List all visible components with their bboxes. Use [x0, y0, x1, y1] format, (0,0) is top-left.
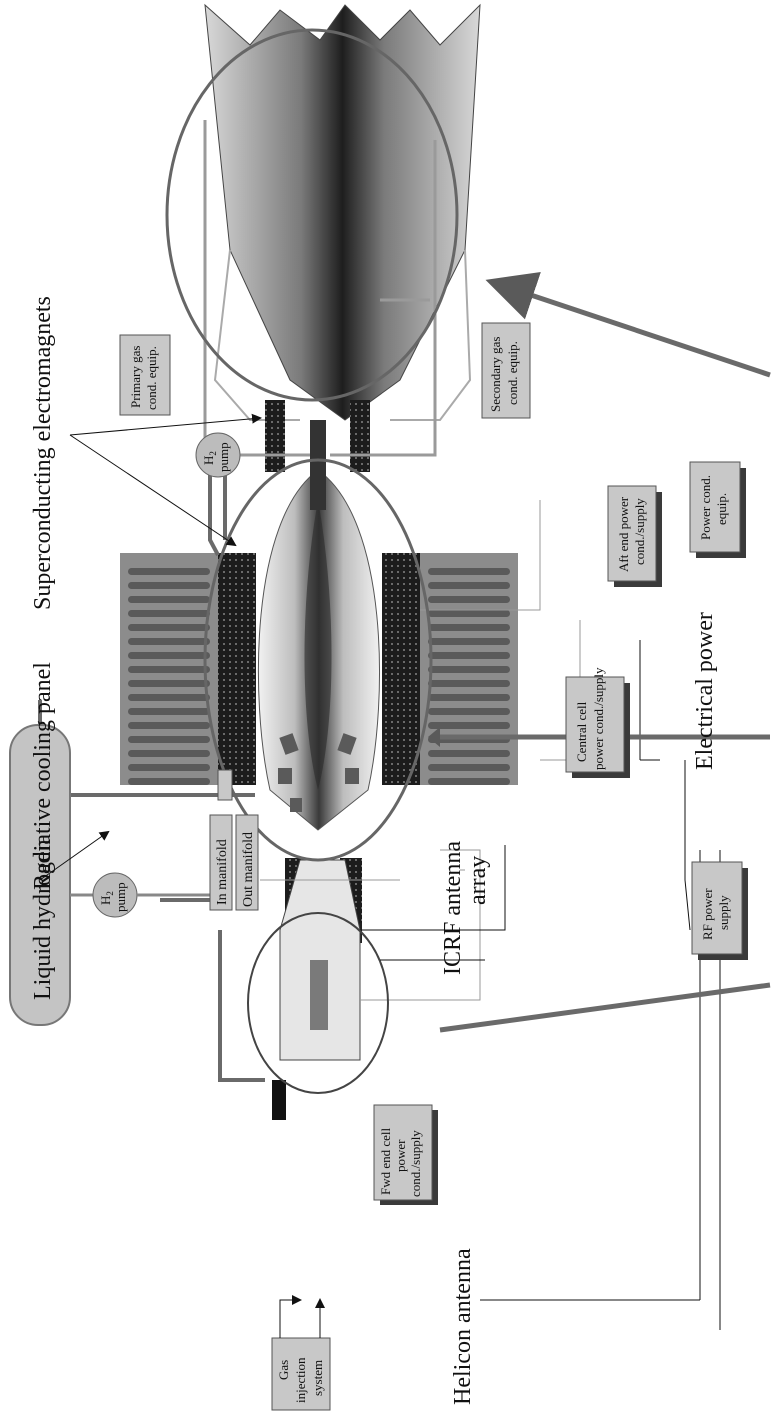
- svg-text:Gas: Gas: [276, 1360, 291, 1380]
- primary-gas-equipment: Primary gas cond. equip.: [120, 335, 170, 415]
- central-magnet-right: [382, 553, 420, 785]
- svg-text:injection: injection: [293, 1357, 308, 1403]
- aft-end-power-supply: Aft end power cond./supply: [608, 486, 662, 587]
- svg-text:pump: pump: [216, 442, 231, 472]
- cooling-fin: [428, 568, 510, 575]
- cooling-fin: [428, 750, 510, 757]
- svg-text:Primary gas: Primary gas: [128, 346, 143, 408]
- icrf-antenna-label-1: ICRF antenna: [440, 841, 466, 975]
- svg-text:cond. equip.: cond. equip.: [505, 341, 520, 405]
- cooling-fin: [128, 652, 210, 659]
- cooling-fin: [128, 736, 210, 743]
- cooling-fin: [428, 624, 510, 631]
- svg-text:Aft end power: Aft end power: [616, 496, 631, 572]
- cooling-fin: [128, 568, 210, 575]
- cooling-fin: [428, 610, 510, 617]
- svg-text:Central cell: Central cell: [574, 701, 589, 762]
- cooling-fin: [128, 666, 210, 673]
- in-manifold: In manifold: [210, 815, 232, 910]
- cooling-fin: [128, 596, 210, 603]
- cooling-fin: [128, 764, 210, 771]
- central-magnet-left: [218, 553, 256, 785]
- cooling-fin: [128, 722, 210, 729]
- h2-pump-aft: H2 pump: [196, 433, 240, 477]
- cooling-fin: [428, 680, 510, 687]
- cooling-fin: [428, 722, 510, 729]
- svg-text:Out manifold: Out manifold: [241, 832, 256, 907]
- svg-text:cond. equip.: cond. equip.: [144, 346, 159, 410]
- svg-text:supply: supply: [716, 895, 731, 930]
- svg-text:equip.: equip.: [714, 493, 729, 525]
- cooling-fin: [428, 708, 510, 715]
- svg-text:cond./supply: cond./supply: [408, 1130, 423, 1197]
- svg-text:power: power: [393, 1139, 408, 1172]
- cooling-fin: [428, 582, 510, 589]
- power-cond-equipment: Power cond. equip.: [690, 462, 746, 558]
- cooling-fin: [128, 708, 210, 715]
- cooling-fin: [128, 638, 210, 645]
- cooling-panel-right: [420, 553, 518, 785]
- superconducting-label: Superconducting electromagnets: [30, 296, 56, 610]
- gas-injection-system: Gas injection system: [272, 1338, 330, 1410]
- cooling-fin: [428, 638, 510, 645]
- cooling-panel-left: [120, 553, 218, 785]
- svg-text:Fwd end cell: Fwd end cell: [378, 1127, 393, 1195]
- h2-pump-fwd: H2 pump: [93, 873, 137, 917]
- aft-magnet-left: [265, 400, 285, 472]
- cooling-fin: [128, 624, 210, 631]
- cooling-fin: [428, 666, 510, 673]
- rf-power-supply: RF power supply: [692, 862, 748, 960]
- cooling-fin: [128, 610, 210, 617]
- cooling-fin: [128, 582, 210, 589]
- cooling-fin: [428, 652, 510, 659]
- cooling-fin: [428, 764, 510, 771]
- svg-text:RF power: RF power: [700, 888, 715, 940]
- cooling-fin: [128, 778, 210, 785]
- radiative-panel-label: Radiative cooling panel: [30, 662, 56, 890]
- cooling-fin: [428, 694, 510, 701]
- helicon-antenna-label: Helicon antenna: [450, 1248, 476, 1405]
- cooling-fin: [428, 596, 510, 603]
- svg-text:In manifold: In manifold: [215, 839, 230, 905]
- svg-text:Power cond.: Power cond.: [698, 475, 713, 540]
- icrf-antenna-label-2: array: [465, 856, 491, 905]
- exhaust-plume: [205, 5, 480, 420]
- secondary-gas-equipment: Secondary gas cond. equip.: [482, 323, 530, 418]
- cooling-fin: [128, 694, 210, 701]
- svg-text:pump: pump: [113, 882, 128, 912]
- cooling-fin: [128, 680, 210, 687]
- central-cell-power-supply: Central cell power cond./supply: [566, 667, 630, 778]
- svg-text:system: system: [310, 1360, 325, 1396]
- cooling-fin: [428, 778, 510, 785]
- out-manifold: Out manifold: [236, 815, 258, 910]
- cooling-fin: [128, 750, 210, 757]
- svg-text:cond./supply: cond./supply: [632, 498, 647, 565]
- fwd-end-power-supply: Fwd end cell power cond./supply: [374, 1105, 438, 1205]
- svg-text:Secondary gas: Secondary gas: [488, 337, 503, 412]
- svg-text:power cond./supply: power cond./supply: [591, 667, 606, 770]
- electrical-power-label: Electrical power: [692, 612, 718, 770]
- aft-magnet-right: [350, 400, 370, 472]
